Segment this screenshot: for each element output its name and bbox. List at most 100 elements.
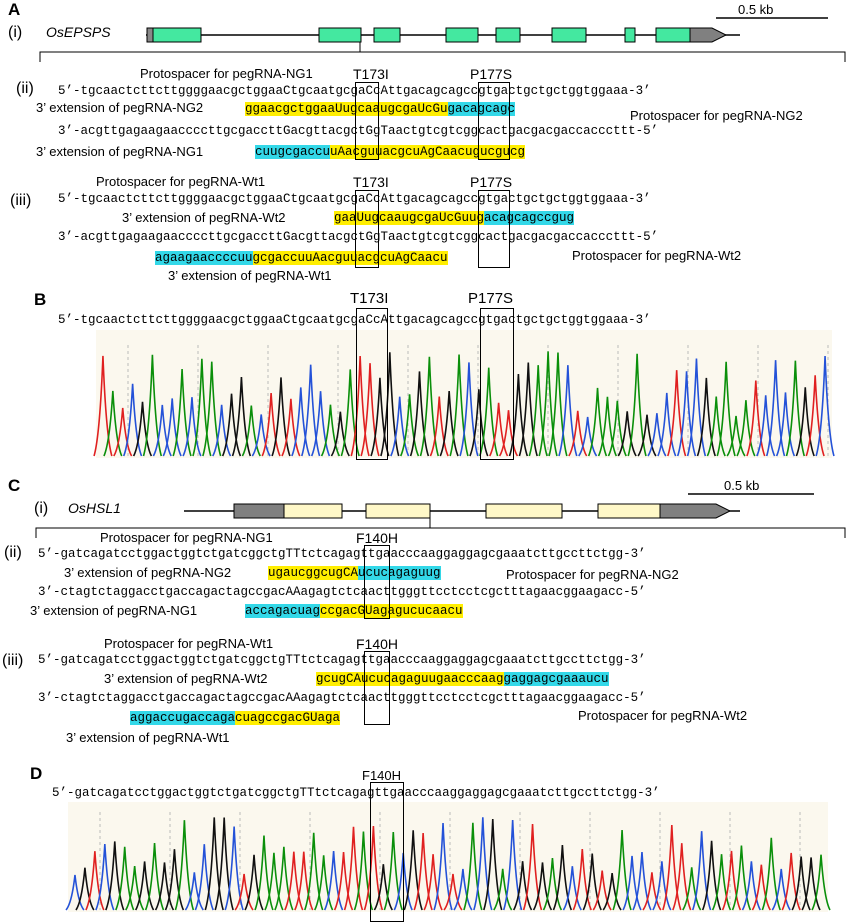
trace-peak [85, 851, 105, 911]
trace-peak [373, 864, 393, 911]
extension-ng1-cyan: cuugcgaccu [255, 145, 331, 159]
trace-peak [518, 362, 538, 457]
trace-peak [433, 822, 453, 911]
c-iii-top-strand: 5’-gatcagatcctggactggtctgatcggctgTTtctca… [38, 653, 646, 667]
c-label-protospacer-ng1: Protospacer for pegRNA-NG1 [100, 530, 273, 545]
trace-peak [528, 365, 548, 457]
trace-peak [463, 822, 483, 911]
trace-peak [652, 861, 672, 911]
trace-peak [221, 393, 242, 457]
gene-name-oshsl1: OsHSL1 [68, 500, 121, 516]
trace-peak [304, 832, 324, 911]
trace-peak [154, 862, 175, 911]
trace-peak [691, 831, 712, 911]
b-mutation-t173i-label: T173I [350, 290, 389, 307]
a-ii-top-strand: 5’-tgcaactcttcttggggaacgctggaaCtgcaatgcg… [58, 84, 651, 98]
trace-peak [815, 356, 835, 457]
trace-peak [132, 401, 153, 457]
label-protospacer-ng1: Protospacer for pegRNA-NG1 [140, 66, 313, 81]
trace-peak [632, 852, 652, 911]
trace-peak [323, 851, 344, 911]
trace-peak [212, 404, 232, 457]
scale-label-a: 0.5 kb [738, 2, 774, 17]
trace-peak [805, 375, 825, 457]
b-reference-sequence: 5’-tgcaactcttcttggggaacgctggaaCtgcaatgcg… [58, 313, 651, 327]
a-iii-top-strand: 5’-tgcaactcttcttggggaacgctggaaCtgcaatgcg… [58, 192, 651, 206]
trace-peak [502, 819, 523, 911]
c-ii-bottom-strand: 3’-ctagtctaggacctgaccagactagccgacAAagagt… [38, 585, 646, 599]
trace-peak [696, 377, 717, 457]
trace-peak [795, 387, 815, 457]
trace-peak [781, 852, 801, 911]
trace-peak [562, 866, 582, 911]
trace-peak [548, 352, 568, 457]
trace-peak [182, 397, 202, 457]
panel-d-letter: D [30, 764, 43, 783]
extension-wt2-yellow: gaaUugcaaugcgaUcGuug [334, 211, 485, 225]
c-extension-wt2-yellow: gcugCAucucagaguugaacccaag [316, 672, 504, 686]
trace-peak [194, 844, 214, 911]
c-label-extension-ng2: 3’ extension of pegRNA-NG2 [64, 565, 232, 580]
b-t173i-box [356, 308, 388, 460]
trace-peak [701, 840, 722, 911]
trace-peak [413, 833, 433, 911]
panel-a-letter: A [8, 0, 21, 19]
label-extension-wt2: 3’ extension of pegRNA-Wt2 [122, 210, 286, 225]
trace-peak [801, 857, 821, 911]
trace-peak [310, 391, 331, 457]
trace-peak [340, 369, 360, 457]
trace-peak [512, 861, 533, 911]
trace-peak [449, 354, 469, 457]
trace-peak [572, 848, 592, 911]
trace-peak [125, 865, 145, 911]
trace-peak [350, 355, 370, 457]
t173i-box [355, 82, 379, 160]
extension-wt1-yellow: gcgaccuuAacguuacgcuAgCaacu [252, 251, 448, 265]
trace-peak [403, 830, 423, 911]
c-extension-ng2-rna: ugaucggcugCAucucagaguug [268, 563, 441, 581]
label-protospacer-wt1: Protospacer for pegRNA-Wt1 [96, 174, 266, 189]
trace-peak [453, 868, 473, 911]
b-p177s-box [480, 308, 514, 460]
trace-peak [234, 873, 254, 911]
panel-c-sub-iii: (iii) [2, 652, 24, 669]
c-label-extension-wt2: 3’ extension of pegRNA-Wt2 [104, 671, 268, 686]
trace-peak [429, 396, 449, 457]
trace-peak [469, 389, 489, 457]
scale-label-c: 0.5 kb [724, 478, 760, 493]
extension-ng2-rna: ggaacgctggaaUugcaaugcgaUcGugacagcagc [245, 99, 516, 117]
trace-peak [65, 874, 85, 911]
trace-peak [731, 845, 752, 911]
trace-peak [627, 353, 647, 457]
c-label-extension-ng1: 3’ extension of pegRNA-NG1 [30, 603, 198, 618]
trace-peak [284, 851, 304, 911]
trace-peak [607, 400, 627, 457]
gene-name-osepsps: OsEPSPS [46, 24, 111, 40]
trace-peak [488, 402, 509, 457]
trace-peak [751, 864, 771, 911]
mutation-t173i-label: T173I [353, 66, 389, 82]
c-ii-top-strand: 5’-gatcagatcctggactggtctgatcggctgTTtctca… [38, 547, 646, 561]
trace-peak [370, 377, 390, 457]
c-extension-wt1-rna: aggaccugaccagacuagccgacGUaga [130, 708, 341, 726]
trace-peak [294, 851, 314, 911]
trace-peak [333, 851, 354, 911]
trace-peak [647, 413, 667, 457]
trace-peak [508, 373, 529, 457]
trace-peak [662, 824, 682, 911]
trace-peak [320, 404, 341, 457]
c-extension-ng2-yellow: ugaucggcugCA [268, 566, 359, 580]
trace-peak [152, 404, 172, 457]
trace-peak [251, 414, 271, 457]
trace-peak [244, 854, 264, 911]
d-mutation-f140h-label: F140H [362, 768, 402, 783]
trace-peak [617, 411, 637, 457]
c-extension-wt2-cyan: gaggagcgaaaucu [503, 672, 609, 686]
extension-wt2-cyan: acagcagccgug [484, 211, 575, 225]
trace-peak [811, 854, 831, 911]
panel-a-sub-i: (i) [8, 24, 23, 41]
mutation-t173i-label-iii: T173I [353, 174, 389, 190]
